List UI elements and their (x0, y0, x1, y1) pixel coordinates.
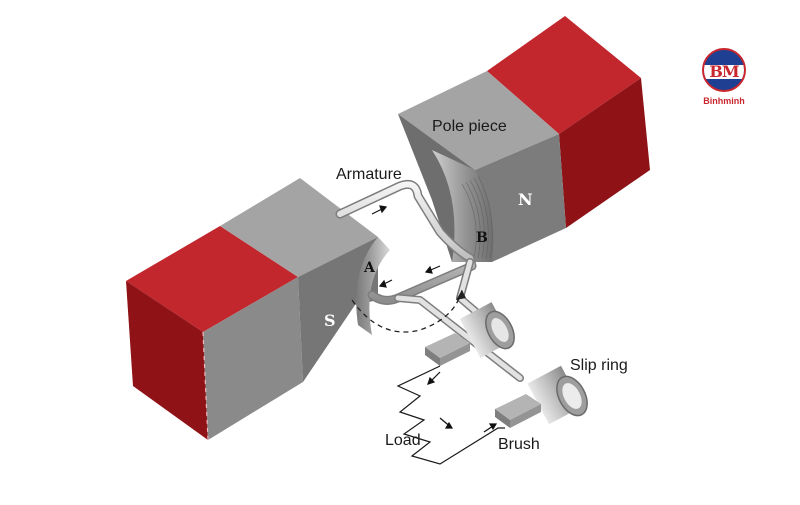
rotation-arrow (456, 290, 466, 300)
south-magnet (126, 178, 390, 441)
pole-piece-label: Pole piece (432, 118, 507, 135)
slip-ring-label: Slip ring (570, 357, 628, 374)
slip-ring-2 (527, 365, 588, 425)
rotation-path (351, 289, 463, 333)
binhminh-logo: BM Binhminh (694, 48, 754, 112)
north-magnet (398, 16, 650, 262)
point-b-label: B (476, 230, 488, 246)
logo-name: Binhminh (703, 96, 745, 106)
brush-1 (425, 333, 470, 366)
north-pole-label: N (518, 190, 533, 209)
brush-2 (495, 394, 541, 428)
load-label: Load (385, 432, 421, 449)
load-resistor (396, 365, 505, 465)
point-a-label: A (364, 260, 375, 276)
slip-ring-1 (459, 302, 515, 358)
brush-label: Brush (498, 436, 540, 453)
logo-initials: BM (709, 62, 739, 81)
south-pole-label: S (324, 311, 336, 330)
armature-label: Armature (336, 166, 402, 183)
current-arrows (371, 205, 498, 433)
logo-emblem-icon: BM (702, 48, 746, 92)
